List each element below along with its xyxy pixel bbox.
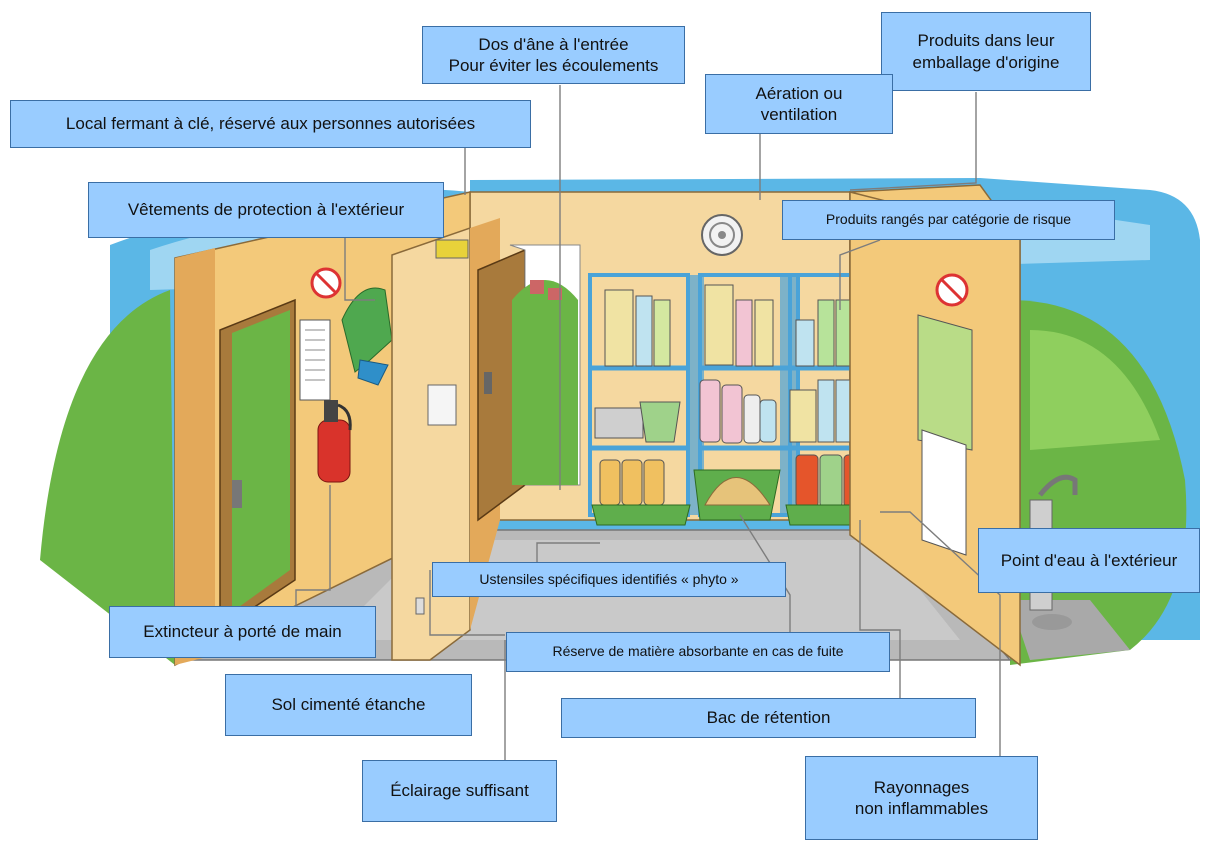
callout-extinguisher: Extincteur à porté de main (109, 606, 376, 658)
protective-suit-icon (341, 287, 393, 386)
callout-retention-tray: Bac de rétention (561, 698, 976, 738)
product-container-icon (594, 284, 869, 508)
light-fixture-icon (435, 239, 469, 259)
door-handle-icon (232, 480, 242, 508)
callout-sorted-by-risk: Produits rangés par catégorie de risque (782, 200, 1115, 240)
electrical-box-icon (427, 384, 457, 426)
no-smoking-sign-icon (310, 267, 342, 299)
fire-extinguisher-icon (317, 400, 352, 483)
door-handle-icon (484, 372, 492, 394)
callout-ventilation: Aération ou ventilation (705, 74, 893, 134)
vent-icon (701, 214, 743, 256)
callout-shelving: Rayonnages non inflammables (805, 756, 1038, 840)
interior-door (477, 244, 581, 522)
callout-locked-room: Local fermant à clé, réservé aux personn… (10, 100, 531, 148)
switch-icon (415, 597, 425, 615)
leader-lines (295, 85, 1001, 760)
callout-dedicated-tools: Ustensiles spécifiques identifiés « phyt… (432, 562, 786, 597)
callout-protective-clothing: Vêtements de protection à l'extérieur (88, 182, 444, 238)
callout-water-point: Point d'eau à l'extérieur (978, 528, 1200, 593)
safety-notice-icon (921, 429, 967, 556)
callout-lighting: Éclairage suffisant (362, 760, 557, 822)
safety-notice-icon (917, 314, 973, 451)
callout-sealed-floor: Sol cimenté étanche (225, 674, 472, 736)
right-wall (849, 191, 1021, 667)
callout-entrance-ridge: Dos d'âne à l'entrée Pour éviter les éco… (422, 26, 685, 84)
callout-original-packaging: Produits dans leur emballage d'origine (881, 12, 1091, 91)
callout-absorbent-reserve: Réserve de matière absorbante en cas de … (506, 632, 890, 672)
no-smoking-sign-icon (935, 273, 969, 307)
